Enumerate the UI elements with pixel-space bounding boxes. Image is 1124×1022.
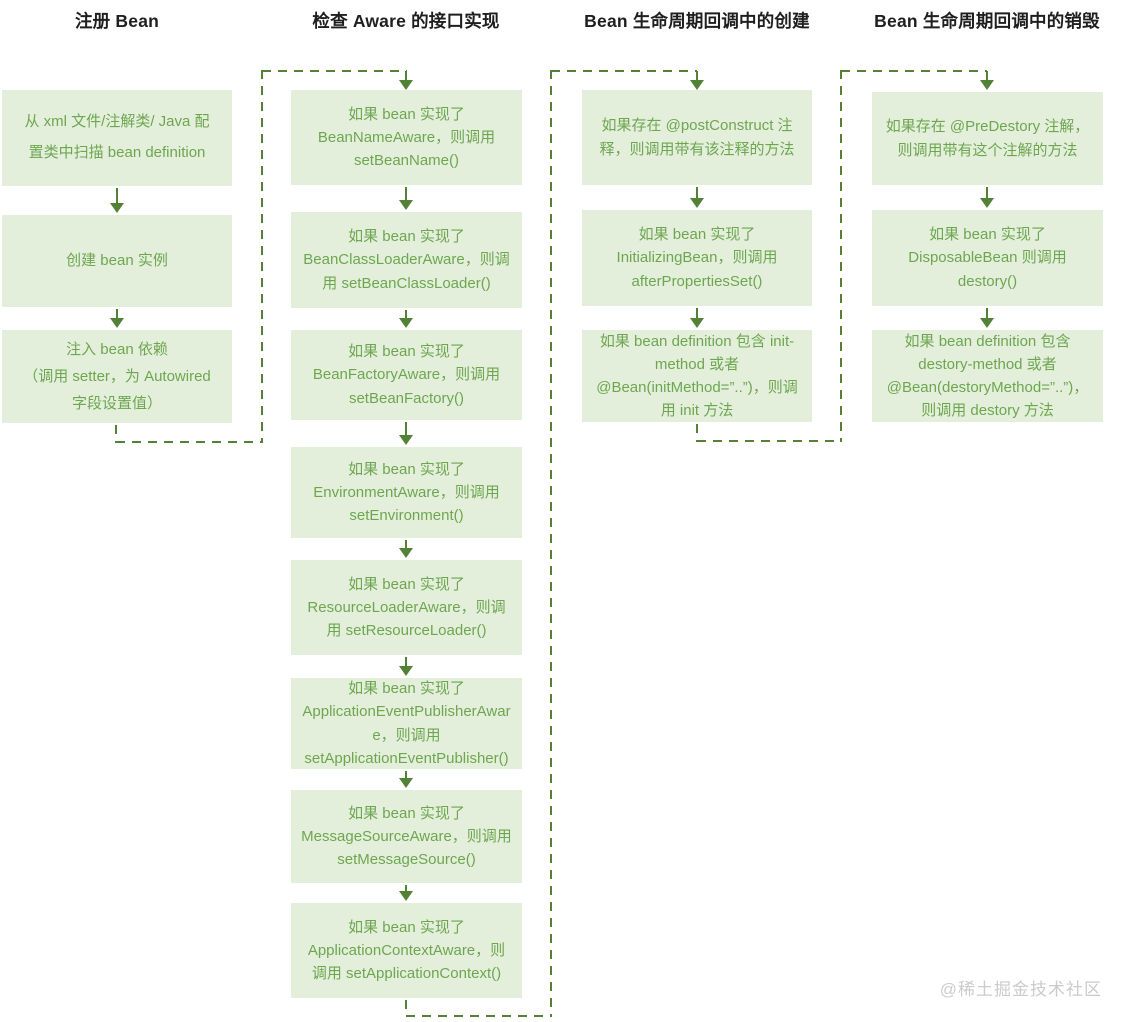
box-message-source-aware: 如果 bean 实现了 MessageSourceAware，则调用 setMe… bbox=[291, 790, 522, 883]
down-arrow-icon bbox=[399, 885, 413, 901]
box-bean-classloader-aware: 如果 bean 实现了 BeanClassLoaderAware，则调 用 se… bbox=[291, 212, 522, 308]
box-application-event-publisher-aware: 如果 bean 实现了 ApplicationEventPublisherAwa… bbox=[291, 678, 522, 769]
box-text: 如果 bean 实现了 BeanFactoryAware，则调用 setBean… bbox=[312, 343, 501, 407]
box-init-method: 如果 bean definition 包含 init- method 或者 @B… bbox=[582, 330, 812, 422]
dashed-connector-2 bbox=[551, 70, 697, 72]
box-text: 如果存在 @PreDestory 注解， 则调用带有这个注解的方法 bbox=[885, 118, 1090, 159]
box-bean-factory-aware: 如果 bean 实现了 BeanFactoryAware，则调用 setBean… bbox=[291, 330, 522, 420]
box-text: 如果 bean 实现了 DisposableBean 则调用 destory() bbox=[908, 226, 1067, 290]
dashed-connector-2 bbox=[550, 70, 552, 1017]
box-text: 如果 bean 实现了 EnvironmentAware，则调用 setEnvi… bbox=[313, 460, 500, 525]
down-arrow-icon bbox=[980, 187, 994, 208]
box-text: 如果 bean 实现了 MessageSourceAware，则调用 setMe… bbox=[301, 804, 512, 869]
down-arrowhead-icon bbox=[399, 71, 413, 91]
box-initializing-bean: 如果 bean 实现了 InitializingBean，则调用 afterPr… bbox=[582, 210, 812, 306]
down-arrow-icon bbox=[690, 308, 704, 328]
box-pre-destroy: 如果存在 @PreDestory 注解， 则调用带有这个注解的方法 bbox=[872, 92, 1103, 185]
down-arrow-icon bbox=[399, 187, 413, 210]
box-bean-name-aware: 如果 bean 实现了 BeanNameAware，则调用 setBeanNam… bbox=[291, 90, 522, 185]
down-arrowhead-icon bbox=[690, 71, 704, 91]
down-arrow-icon bbox=[690, 187, 704, 208]
dashed-connector-2 bbox=[405, 1000, 407, 1016]
box-disposable-bean: 如果 bean 实现了 DisposableBean 则调用 destory() bbox=[872, 210, 1103, 306]
column-title-aware-interfaces: 检查 Aware 的接口实现 bbox=[312, 11, 500, 31]
box-create-bean-instance: 创建 bean 实例 bbox=[2, 215, 232, 307]
down-arrow-icon bbox=[110, 188, 124, 213]
column-title-lifecycle-destroy: Bean 生命周期回调中的销毁 bbox=[874, 11, 1100, 31]
dashed-connector-1 bbox=[262, 70, 407, 72]
dashed-connector-3 bbox=[840, 70, 842, 442]
box-resource-loader-aware: 如果 bean 实现了 ResourceLoaderAware，则调 用 set… bbox=[291, 560, 522, 655]
box-application-context-aware: 如果 bean 实现了 ApplicationContextAware，则 调用… bbox=[291, 903, 522, 998]
dashed-connector-3 bbox=[696, 424, 698, 442]
dashed-connector-1 bbox=[116, 441, 263, 443]
dashed-connector-1 bbox=[261, 70, 263, 443]
box-text: 创建 bean 实例 bbox=[66, 252, 168, 270]
box-text: 如果 bean 实现了 BeanNameAware，则调用 setBeanNam… bbox=[317, 105, 496, 170]
box-inject-dependencies: 注入 bean 依赖 （调用 setter，为 Autowired 字段设置值） bbox=[2, 330, 232, 423]
box-scan-bean-definition: 从 xml 文件/注解类/ Java 配 置类中扫描 bean definiti… bbox=[2, 90, 232, 186]
down-arrow-icon bbox=[399, 422, 413, 445]
down-arrow-icon bbox=[399, 771, 413, 788]
column-title-lifecycle-create: Bean 生命周期回调中的创建 bbox=[584, 11, 810, 31]
box-text: 如果 bean 实现了 BeanClassLoaderAware，则调 用 se… bbox=[303, 228, 510, 292]
box-text: 如果存在 @postConstruct 注 释，则调用带有该注释的方法 bbox=[599, 117, 795, 158]
box-text: 如果 bean definition 包含 destory-method 或者 … bbox=[886, 332, 1089, 420]
down-arrow-icon bbox=[399, 540, 413, 558]
down-arrow-icon bbox=[110, 309, 124, 328]
dashed-connector-2 bbox=[406, 1015, 552, 1017]
down-arrow-icon bbox=[980, 308, 994, 328]
watermark: @稀土掘金技术社区 bbox=[939, 980, 1102, 999]
box-text: 如果 bean 实现了 InitializingBean，则调用 afterPr… bbox=[616, 226, 778, 290]
down-arrowhead-icon bbox=[980, 71, 994, 91]
column-title-register-bean: 注册 Bean bbox=[74, 11, 160, 31]
box-environment-aware: 如果 bean 实现了 EnvironmentAware，则调用 setEnvi… bbox=[291, 447, 522, 538]
dashed-connector-1 bbox=[115, 425, 117, 443]
dashed-connector-3 bbox=[697, 440, 841, 442]
box-text: 如果 bean definition 包含 init- method 或者 @B… bbox=[596, 332, 798, 420]
box-text: 从 xml 文件/注解类/ Java 配 置类中扫描 bean definiti… bbox=[24, 113, 210, 161]
box-text: 如果 bean 实现了 ApplicationContextAware，则 调用… bbox=[307, 918, 506, 983]
box-text: 如果 bean 实现了 ResourceLoaderAware，则调 用 set… bbox=[307, 575, 506, 640]
box-post-construct: 如果存在 @postConstruct 注 释，则调用带有该注释的方法 bbox=[582, 90, 812, 185]
box-text: 注入 bean 依赖 （调用 setter，为 Autowired 字段设置值） bbox=[23, 341, 211, 412]
box-destroy-method: 如果 bean definition 包含 destory-method 或者 … bbox=[872, 330, 1103, 422]
down-arrow-icon bbox=[399, 310, 413, 328]
dashed-connector-3 bbox=[841, 70, 987, 72]
down-arrow-icon bbox=[399, 657, 413, 676]
box-text: 如果 bean 实现了 ApplicationEventPublisherAwa… bbox=[302, 680, 511, 767]
